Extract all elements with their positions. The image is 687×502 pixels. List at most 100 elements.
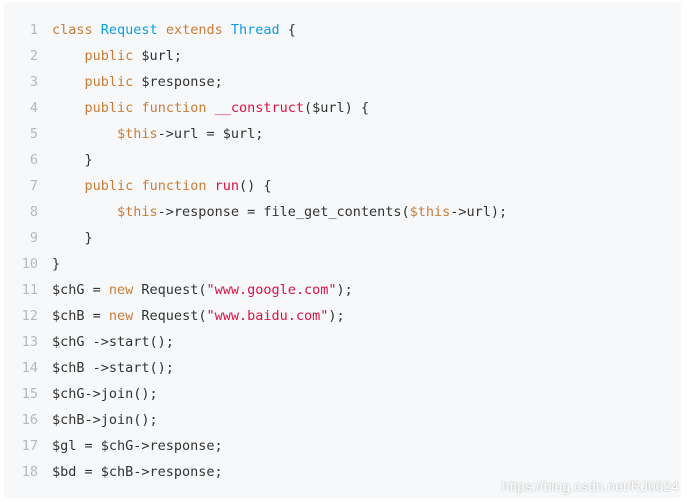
code-indent — [52, 204, 117, 220]
code-text: $chG = new Request("www.google.com"); — [52, 282, 353, 298]
code-line-13: 13 $chG ->start(); — [4, 329, 681, 355]
code-line-4: 4 public function __construct($url) { — [4, 95, 681, 121]
code-indent — [52, 48, 85, 64]
line-number: 4 — [29, 100, 38, 116]
code-rest: $response; — [133, 74, 223, 90]
keyword: function — [141, 178, 207, 194]
keyword: class — [52, 22, 93, 38]
code-text: $bd = $chB->response; — [52, 464, 223, 480]
code-space — [206, 100, 214, 116]
code-line-17: 17 $gl = $chG->response; — [4, 433, 681, 459]
code-rest: ->url = $url; — [157, 126, 264, 142]
code-line-2: 2 public $url; — [4, 43, 681, 69]
line-number: 14 — [21, 360, 38, 376]
this-variable: $this — [117, 204, 158, 220]
code-text: } — [52, 256, 61, 272]
code-indent — [52, 178, 85, 194]
line-number: 10 — [21, 256, 38, 272]
code-line-3: 3 public $response; — [4, 69, 681, 95]
code-indent — [52, 126, 117, 142]
code-space — [206, 178, 214, 194]
keyword: public — [84, 74, 134, 90]
code-line-7: 7 public function run() { — [4, 173, 681, 199]
class-name: Thread — [230, 22, 280, 38]
code-text: $chB = new Request("www.baidu.com"); — [52, 308, 345, 324]
code-text: $chG->join(); — [52, 386, 158, 402]
keyword: public — [84, 48, 134, 64]
code-space — [93, 22, 101, 38]
code-text: public function __construct($url) { — [52, 100, 370, 116]
code-line-1: 1 class Request extends Thread { — [4, 17, 681, 43]
code-prefix: $chG = — [52, 282, 109, 298]
keyword: public — [84, 178, 134, 194]
code-text: $chG ->start(); — [52, 334, 174, 350]
code-line-10: 10 } — [4, 251, 681, 277]
code-line-16: 16 $chB->join(); — [4, 407, 681, 433]
code-text: public $response; — [52, 74, 223, 90]
line-number: 1 — [29, 22, 38, 38]
code-rest: ($url) { — [304, 100, 370, 116]
this-variable: $this — [117, 126, 158, 142]
code-indent — [52, 100, 85, 116]
code-prefix: $chB = — [52, 308, 109, 324]
code-line-8: 8 $this->response = file_get_contents($t… — [4, 199, 681, 225]
code-text: } — [52, 152, 93, 168]
code-rest: ); — [328, 308, 345, 324]
line-number: 6 — [29, 152, 38, 168]
code-text: $this->url = $url; — [52, 126, 263, 142]
line-number: 9 — [29, 230, 38, 246]
code-text: $chB->join(); — [52, 412, 158, 428]
line-number: 7 — [29, 178, 38, 194]
code-text: public $url; — [52, 48, 183, 64]
code-text: $chB ->start(); — [52, 360, 174, 376]
line-number: 17 — [21, 438, 38, 454]
line-number: 11 — [21, 282, 38, 298]
code-indent — [52, 74, 85, 90]
code-text: $gl = $chG->response; — [52, 438, 223, 454]
code-rest: $url; — [133, 48, 183, 64]
string-literal: "www.google.com" — [206, 282, 337, 298]
code-text: public function run() { — [52, 178, 272, 194]
line-number: 5 — [29, 126, 38, 142]
keyword: new — [108, 308, 134, 324]
code-line-18: 18 $bd = $chB->response; — [4, 459, 681, 485]
code-space — [158, 22, 166, 38]
line-number: 8 — [29, 204, 38, 220]
function-name: run — [214, 178, 239, 194]
code-rest: () { — [239, 178, 272, 194]
code-line-5: 5 $this->url = $url; — [4, 121, 681, 147]
code-text: class Request extends Thread { — [52, 22, 296, 38]
function-name: __construct — [214, 100, 305, 116]
line-number: 18 — [21, 464, 38, 480]
code-line-6: 6 } — [4, 147, 681, 173]
keyword: new — [108, 282, 134, 298]
keyword: function — [141, 100, 207, 116]
code-line-14: 14 $chB ->start(); — [4, 355, 681, 381]
code-block: 1 class Request extends Thread { 2 publi… — [4, 2, 681, 498]
code-rest: { — [279, 22, 296, 38]
line-number: 16 — [21, 412, 38, 428]
code-line-15: 15 $chG->join(); — [4, 381, 681, 407]
code-text: } — [52, 230, 93, 246]
line-number: 3 — [29, 74, 38, 90]
string-literal: "www.baidu.com" — [206, 308, 329, 324]
code-line-11: 11 $chG = new Request("www.google.com"); — [4, 277, 681, 303]
code-text: $this->response = file_get_contents($thi… — [52, 204, 507, 220]
line-number: 12 — [21, 308, 38, 324]
code-line-12: 12 $chB = new Request("www.baidu.com"); — [4, 303, 681, 329]
code-middle: ->response = file_get_contents( — [157, 204, 410, 220]
code-rest: ); — [336, 282, 353, 298]
code-space — [223, 22, 231, 38]
watermark: https://blog.csdn.net/RJ0024 — [501, 478, 679, 494]
code-line-9: 9 } — [4, 225, 681, 251]
line-number: 2 — [29, 48, 38, 64]
keyword: extends — [165, 22, 223, 38]
code-middle: Request( — [133, 282, 207, 298]
code-middle: Request( — [133, 308, 207, 324]
code-rest: ->url); — [450, 204, 508, 220]
class-name: Request — [100, 22, 158, 38]
keyword: public — [84, 100, 134, 116]
this-variable: $this — [409, 204, 451, 220]
line-number: 15 — [21, 386, 38, 402]
line-number: 13 — [21, 334, 38, 350]
